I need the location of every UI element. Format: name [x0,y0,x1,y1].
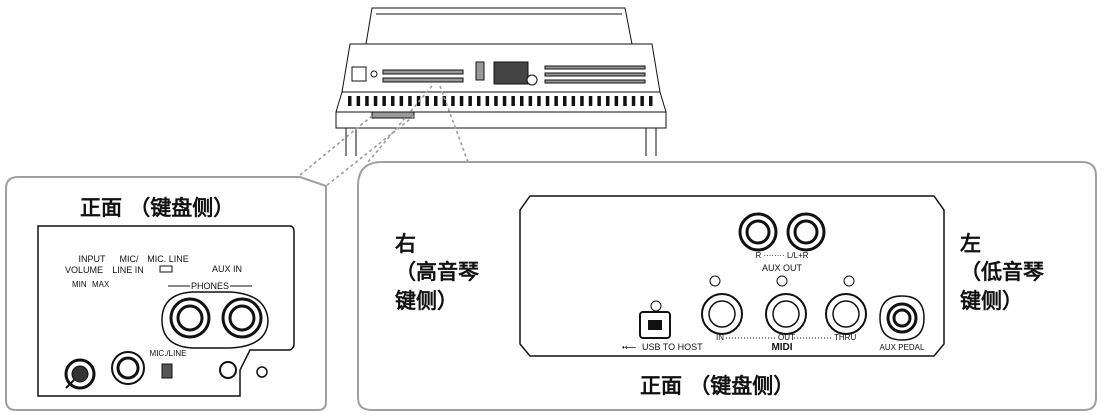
black-key [477,96,481,106]
black-keys [348,96,653,106]
black-key [528,96,533,106]
label-midi-thru: THRU [834,333,856,342]
black-key [631,96,636,106]
piano-illustration [335,7,667,156]
screw-icons [650,275,855,312]
black-key [511,96,515,106]
left-panel-title: 正面 （键盘侧） [80,196,235,220]
label-min: MIN [72,280,87,289]
callout-lines [299,85,469,187]
aux-pedal-jack [879,295,925,341]
black-key [442,96,447,106]
label-midi-out: OUT [778,333,795,342]
volume-knob [64,358,96,390]
black-key [545,96,550,106]
black-key [373,96,378,106]
black-key [399,96,404,106]
right-panel-caption: 正面 （键盘侧） [640,374,795,398]
black-key [554,96,558,106]
black-key [623,96,627,106]
black-key [425,96,429,106]
midi-ports [701,293,867,335]
label-aux-out: AUX OUT [762,263,803,273]
black-key [563,96,567,106]
black-key [434,96,438,106]
label-mic-line-bottom: MIC./LINE [150,349,187,358]
phones-jacks [161,291,269,349]
mic-line-toggle [161,363,173,379]
label-input-volume: INPUT [79,254,107,264]
mic-line-in-jack [111,351,145,385]
black-key [640,96,644,106]
black-key [468,96,472,106]
label-line-in-line2: LINE IN [112,265,144,275]
black-key [520,96,524,106]
label-mic-line-switch: MIC. LINE [147,254,189,264]
black-key [614,96,619,106]
black-key [459,96,464,106]
label-max: MAX [92,280,110,289]
black-key [588,96,593,106]
label-midi: MIDI [771,342,792,353]
black-key [485,96,490,106]
label-aux-pedal: AUX PEDAL [880,343,925,352]
black-key [391,96,395,106]
display-screen [493,61,529,85]
label-volume-line2: VOLUME [65,265,103,275]
black-key [408,96,412,106]
aux-out-jacks [738,212,826,252]
switch-indicator [159,265,173,273]
side-left-label: 左 （低音琴 键侧） [960,232,1044,313]
label-aux-out-channels: R ········ L/L+R [755,251,808,260]
music-rest [365,7,633,45]
black-key [502,96,507,106]
label-mic-line-in: MIC/ [120,254,139,264]
aux-in-jack [219,361,237,379]
black-key [597,96,601,106]
black-key [537,96,541,106]
screw-icon [256,366,268,378]
black-key [348,96,352,106]
label-aux-in: AUX IN [212,264,242,274]
usb-icon: •⟵ [622,343,637,352]
black-key [571,96,576,106]
label-midi-in: IN [716,333,724,342]
black-key [356,96,361,106]
label-phones: PHONES [191,281,229,291]
side-right-label: 右 （高音琴 键侧） [395,232,479,313]
black-key [365,96,369,106]
black-key [606,96,610,106]
black-key [580,96,584,106]
black-key [451,96,455,106]
black-key [494,96,498,106]
black-key [382,96,386,106]
black-key [649,96,653,106]
label-usb-to-host: USB TO HOST [642,342,703,352]
